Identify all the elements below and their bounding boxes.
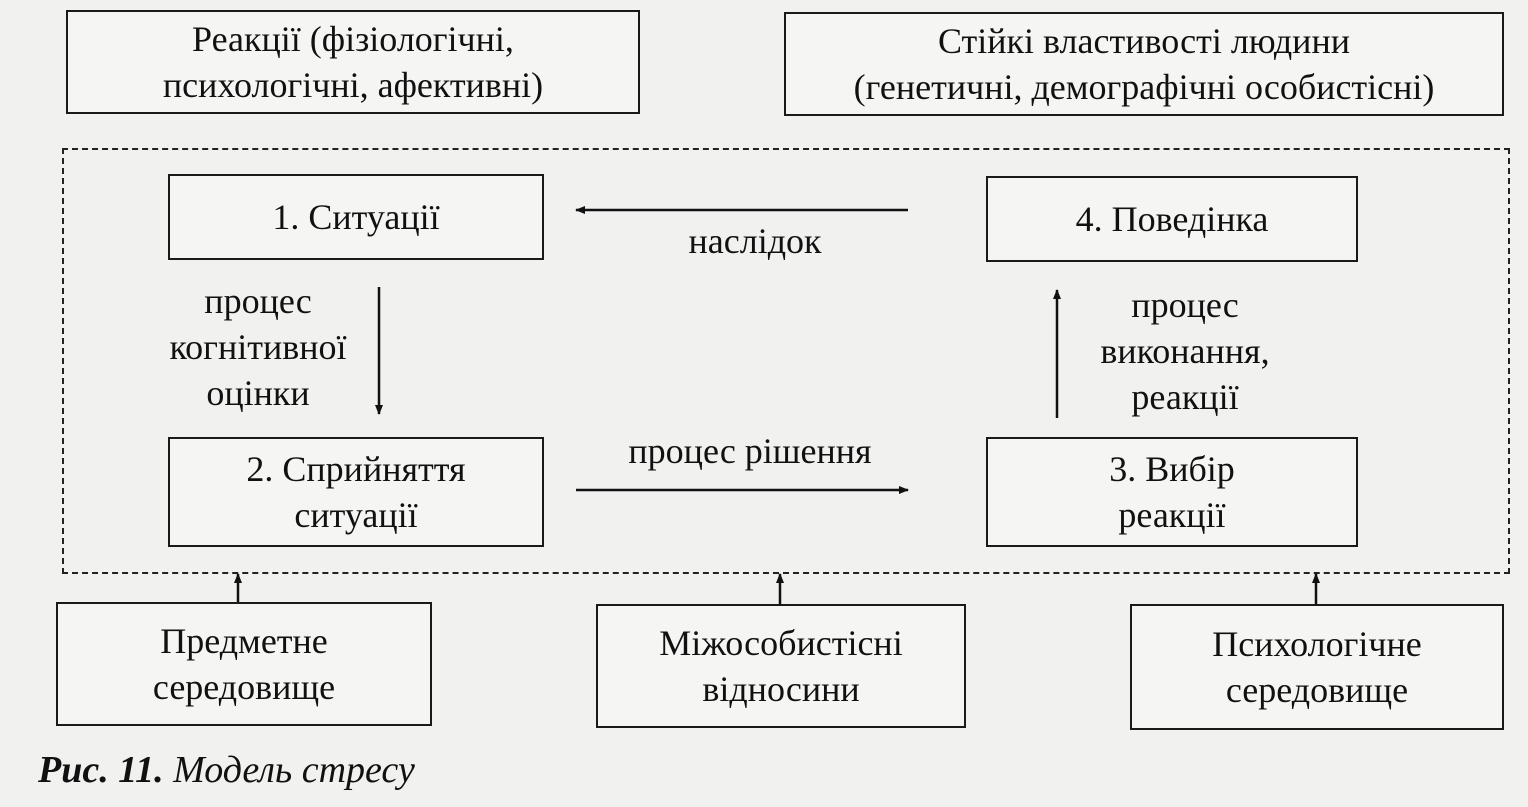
cognitive-line-3: оцінки (206, 373, 310, 413)
reactions-line-1: Реакції (фізіологічні, (192, 19, 514, 59)
figure-title: Модель стресу (173, 749, 415, 791)
figure-number: Рис. 11. (38, 749, 164, 791)
stress-model-boundary (62, 148, 1510, 574)
stage-3-line-1: 3. Вибір (1109, 449, 1235, 489)
stage-4-behavior: 4. Поведінка (986, 176, 1358, 262)
traits-line-1: Стійкі властивості людини (938, 21, 1350, 61)
execution-process-label: процес виконання, реакції (1060, 282, 1310, 420)
consequence-label: наслідок (630, 218, 880, 264)
execution-line-3: реакції (1131, 377, 1239, 417)
stage-2-perception: 2. Сприйняття ситуації (168, 437, 544, 547)
cognitive-process-label: процес когнітивної оцінки (128, 278, 388, 416)
subject-line-2: середовище (152, 667, 336, 707)
stage-3-line-2: реакції (1118, 495, 1226, 535)
interpersonal-line-2: відносини (702, 669, 860, 709)
decision-process-label: процес рішення (580, 428, 920, 474)
interpersonal-line-1: Міжособистісні (659, 623, 903, 663)
decision-text: процес рішення (628, 431, 872, 471)
psychological-line-2: середовище (1225, 670, 1409, 710)
traits-box: Стійкі властивості людини (генетичні, дем… (784, 12, 1504, 116)
stage-4-label: 4. Поведінка (1075, 199, 1269, 239)
reactions-box: Реакції (фізіологічні, психологічні, афек… (66, 10, 640, 114)
stage-3-choice: 3. Вибір реакції (986, 437, 1358, 547)
subject-line-1: Предметне (160, 621, 328, 661)
interpersonal-relations-box: Міжособистісні відносини (596, 604, 966, 728)
reactions-line-2: психологічні, афективні) (162, 65, 544, 105)
psychological-environment-box: Психологічне середовище (1130, 604, 1504, 730)
subject-environment-box: Предметне середовище (56, 602, 432, 726)
stage-1-label: 1. Ситуації (272, 197, 440, 237)
stage-1-situations: 1. Ситуації (168, 174, 544, 260)
psychological-line-1: Психологічне (1212, 624, 1422, 664)
traits-line-2: (генетичні, демографічні особистісні) (853, 67, 1435, 107)
stage-2-line-2: ситуації (294, 495, 418, 535)
execution-line-2: виконання, (1100, 331, 1270, 371)
cognitive-line-2: когнітивної (169, 327, 347, 367)
consequence-text: наслідок (688, 221, 822, 261)
execution-line-1: процес (1131, 285, 1239, 325)
cognitive-line-1: процес (204, 281, 312, 321)
figure-caption: Рис. 11. Модель стресу (38, 748, 415, 792)
stage-2-line-1: 2. Сприйняття (246, 449, 466, 489)
